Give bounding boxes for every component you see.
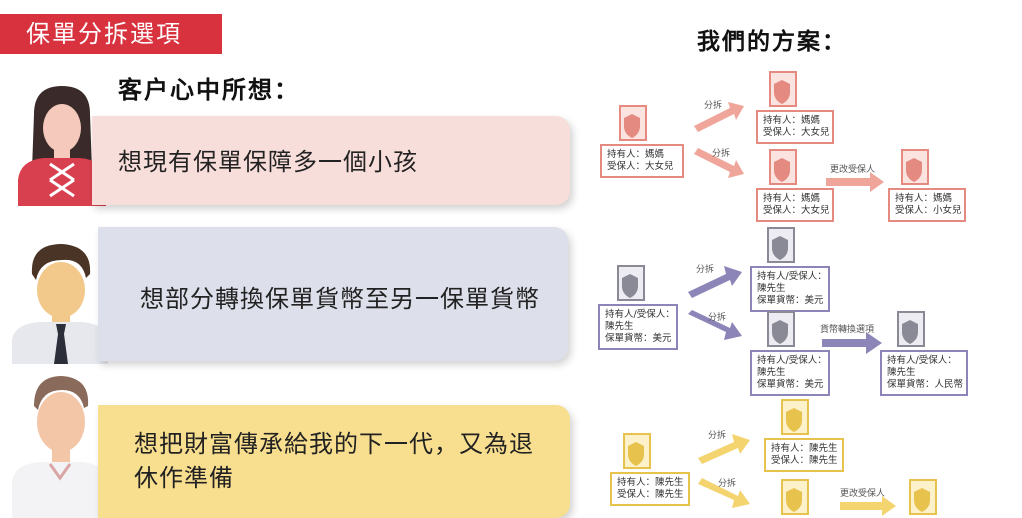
red-split-label-top: 分拆 bbox=[704, 101, 723, 111]
blue-top-doc: 持有人/受保人： 陳先生 保單貨幣：美元 bbox=[750, 266, 830, 312]
gold-source-line2: 受保人：陳先生 bbox=[617, 489, 684, 500]
blue-top-line1: 持有人/受保人： bbox=[757, 271, 827, 282]
gold-split-arrows bbox=[698, 434, 750, 508]
red-bottom-line1: 持有人：媽媽 bbox=[763, 193, 821, 204]
blue-split-label-bottom: 分拆 bbox=[708, 313, 727, 323]
blue-change-label: 貨幣轉換選項 bbox=[820, 325, 875, 335]
blue-final-line3: 保單貨幣：人民幣 bbox=[887, 379, 964, 390]
gold-source-doc: 持有人：陳先生 受保人：陳先生 bbox=[610, 472, 690, 506]
blue-top-line2: 陳先生 bbox=[757, 283, 786, 294]
blue-bottom-line2: 陳先生 bbox=[757, 367, 786, 378]
scenario-2-bubble: 想部分轉換保單貨幣至另一保單貨幣 bbox=[98, 227, 568, 361]
gold-final-policy-icon bbox=[909, 479, 937, 515]
red-change-label: 更改受保人 bbox=[830, 165, 876, 175]
red-top-policy-icon bbox=[769, 71, 797, 107]
scenario-3-text-line2: 休作準備 bbox=[134, 464, 234, 492]
red-split-label-bottom: 分拆 bbox=[712, 149, 731, 159]
red-bottom-policy-icon bbox=[769, 149, 797, 185]
gold-top-doc: 持有人：陳先生 受保人：陳先生 bbox=[764, 438, 844, 472]
red-bottom-doc: 持有人：媽媽 受保人：大女兒 bbox=[756, 188, 834, 222]
gold-split-label-top: 分拆 bbox=[708, 431, 727, 441]
blue-top-policy-icon bbox=[767, 227, 795, 263]
older-man-avatar-icon bbox=[12, 376, 108, 518]
red-source-line2: 受保人：大女兒 bbox=[607, 161, 674, 172]
blue-final-line2: 陳先生 bbox=[887, 367, 916, 378]
gold-source-line1: 持有人：陳先生 bbox=[617, 477, 684, 488]
gold-change-arrow bbox=[840, 496, 896, 516]
woman-avatar-icon bbox=[18, 86, 106, 206]
red-change-arrow bbox=[826, 172, 884, 192]
red-source-policy-icon bbox=[619, 105, 647, 141]
scenario-3-bubble: 想把財富傳承給我的下一代，又為退 休作準備 bbox=[98, 405, 570, 518]
gold-bottom-policy-icon bbox=[781, 479, 809, 515]
blue-final-line1: 持有人/受保人： bbox=[887, 355, 957, 366]
blue-split-arrows bbox=[688, 266, 742, 340]
left-heading: 客户心中所想： bbox=[118, 76, 300, 104]
red-top-line1: 持有人：媽媽 bbox=[763, 115, 821, 126]
red-source-line1: 持有人：媽媽 bbox=[607, 149, 665, 160]
gold-split-label-bottom: 分拆 bbox=[718, 479, 737, 489]
blue-final-policy-icon bbox=[897, 311, 925, 347]
blue-bottom-policy-icon bbox=[767, 311, 795, 347]
gold-change-label: 更改受保人 bbox=[840, 489, 886, 499]
red-source-doc: 持有人：媽媽 受保人：大女兒 bbox=[600, 144, 684, 178]
red-final-line1: 持有人：媽媽 bbox=[895, 193, 953, 204]
blue-source-line1: 持有人/受保人： bbox=[605, 309, 675, 320]
blue-source-line3: 保單貨幣：美元 bbox=[605, 333, 672, 344]
page-title: 保單分拆選項 bbox=[0, 14, 222, 54]
gold-source-policy-icon bbox=[623, 433, 651, 469]
blue-top-line3: 保單貨幣：美元 bbox=[757, 295, 824, 306]
red-top-doc: 持有人：媽媽 受保人：大女兒 bbox=[756, 110, 834, 144]
red-final-doc: 持有人：媽媽 受保人：小女兒 bbox=[888, 188, 966, 222]
blue-bottom-line3: 保單貨幣：美元 bbox=[757, 379, 824, 390]
scenario-1-text: 想現有保單保障多一個小孩 bbox=[118, 148, 418, 176]
red-final-line2: 受保人：小女兒 bbox=[895, 205, 962, 216]
blue-bottom-line1: 持有人/受保人： bbox=[757, 355, 827, 366]
right-heading: 我們的方案： bbox=[697, 29, 847, 55]
scenario-3-text-line1: 想把財富傳承給我的下一代，又為退 bbox=[134, 430, 534, 458]
red-bottom-line2: 受保人：大女兒 bbox=[763, 205, 830, 216]
gold-top-policy-icon bbox=[781, 399, 809, 435]
blue-final-doc: 持有人/受保人： 陳先生 保單貨幣：人民幣 bbox=[880, 350, 968, 396]
man-avatar-icon bbox=[12, 244, 108, 364]
scenario-2-text: 想部分轉換保單貨幣至另一保單貨幣 bbox=[140, 285, 540, 313]
blue-split-label-top: 分拆 bbox=[696, 265, 715, 275]
gold-top-line1: 持有人：陳先生 bbox=[771, 443, 838, 454]
blue-bottom-doc: 持有人/受保人： 陳先生 保單貨幣：美元 bbox=[750, 350, 830, 396]
gold-top-line2: 受保人：陳先生 bbox=[771, 455, 838, 466]
red-top-line2: 受保人：大女兒 bbox=[763, 127, 830, 138]
blue-source-policy-icon bbox=[617, 265, 645, 301]
blue-change-arrow bbox=[822, 332, 882, 354]
blue-source-line2: 陳先生 bbox=[605, 321, 634, 332]
red-split-arrows bbox=[694, 102, 744, 178]
red-final-policy-icon bbox=[901, 149, 929, 185]
scenario-1-bubble: 想現有保單保障多一個小孩 bbox=[92, 116, 570, 205]
blue-source-doc: 持有人/受保人： 陳先生 保單貨幣：美元 bbox=[598, 304, 678, 350]
